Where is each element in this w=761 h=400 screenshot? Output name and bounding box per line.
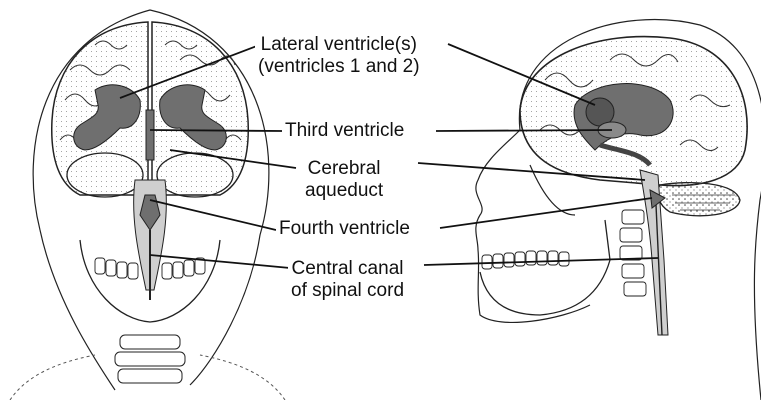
label-third-line1: Third ventricle — [285, 120, 404, 142]
label-canal-line2: of spinal cord — [291, 280, 404, 302]
label-canal-line1: Central canal — [291, 258, 404, 280]
third-ventricle-front — [146, 110, 154, 160]
label-lateral-line2: (ventricles 1 and 2) — [258, 56, 420, 78]
label-fourth-line1: Fourth ventricle — [279, 218, 410, 240]
label-cerebral-aqueduct: Cerebral aqueduct — [302, 158, 386, 202]
label-lateral-line1: Lateral ventricle(s) — [258, 34, 420, 56]
label-central-canal: Central canal of spinal cord — [288, 258, 407, 302]
label-lateral-ventricles: Lateral ventricle(s) (ventricles 1 and 2… — [255, 34, 423, 78]
label-aqueduct-line1: Cerebral — [305, 158, 383, 180]
cerebellum — [658, 183, 740, 216]
label-aqueduct-line2: aqueduct — [305, 180, 383, 202]
front-view — [10, 10, 285, 400]
label-fourth-ventricle: Fourth ventricle — [276, 218, 413, 240]
side-view — [476, 20, 761, 400]
label-third-ventricle: Third ventricle — [282, 120, 407, 142]
